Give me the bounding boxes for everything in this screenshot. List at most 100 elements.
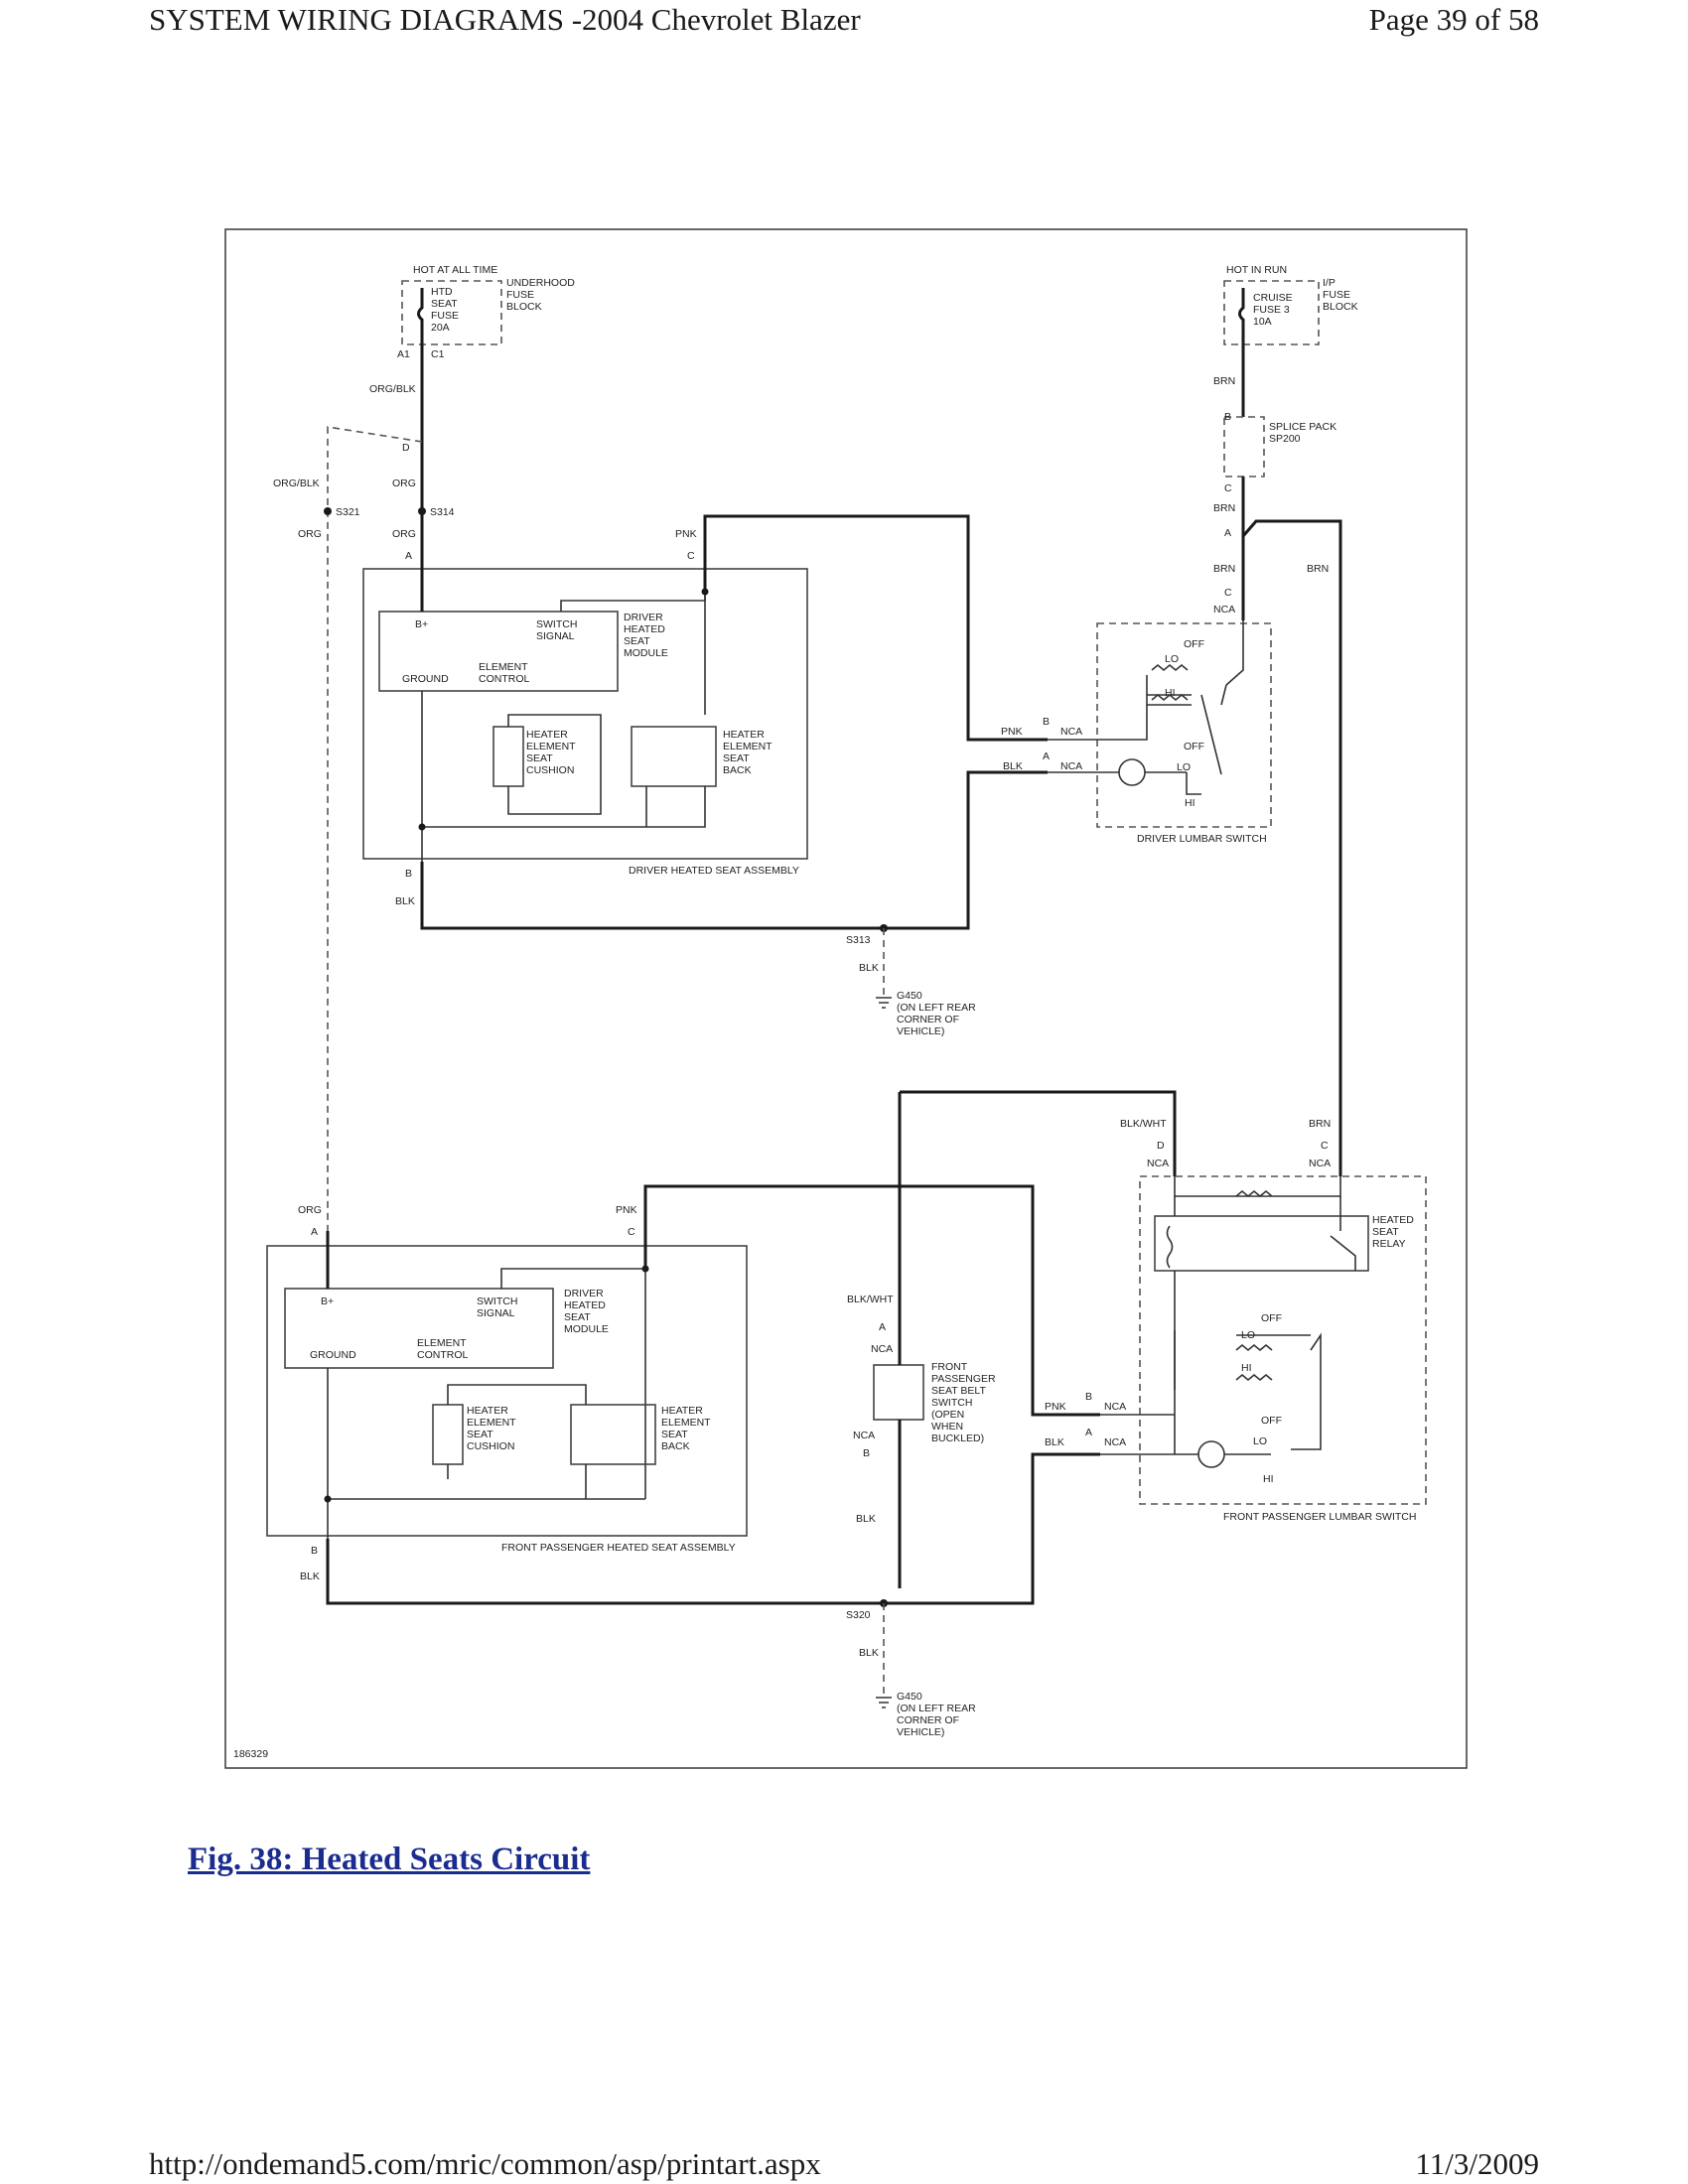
svg-text:HEATED: HEATED <box>1372 1214 1414 1226</box>
resistor-lo <box>1151 663 1189 672</box>
svg-text:GROUND: GROUND <box>402 673 449 685</box>
svg-text:BLK/WHT: BLK/WHT <box>847 1294 894 1305</box>
svg-text:NCA: NCA <box>1147 1158 1169 1169</box>
svg-text:D: D <box>402 442 410 454</box>
svg-text:CONTROL: CONTROL <box>479 673 529 685</box>
svg-text:C: C <box>1224 482 1232 494</box>
svg-text:B+: B+ <box>415 618 428 630</box>
passenger-heated-seat-module <box>284 1288 554 1369</box>
svg-text:D: D <box>1157 1140 1165 1152</box>
svg-text:SEAT: SEAT <box>624 635 650 647</box>
svg-text:A: A <box>879 1321 886 1333</box>
svg-text:BLK: BLK <box>300 1570 320 1582</box>
heater-seat-cushion <box>492 726 524 787</box>
wire-pnk-passenger <box>643 1184 1100 1417</box>
svg-text:BRN: BRN <box>1213 502 1235 514</box>
svg-text:B: B <box>1043 716 1050 728</box>
htd-seat-fuse <box>417 288 424 344</box>
svg-text:VEHICLE): VEHICLE) <box>897 1025 944 1037</box>
svg-text:LO: LO <box>1241 1329 1255 1341</box>
svg-text:DRIVER: DRIVER <box>624 612 663 623</box>
svg-text:10A: 10A <box>1253 316 1272 328</box>
svg-text:UNDERHOOD: UNDERHOOD <box>506 277 575 289</box>
svg-text:C: C <box>628 1226 635 1238</box>
svg-text:B: B <box>311 1545 318 1557</box>
svg-text:ELEMENT: ELEMENT <box>661 1417 711 1429</box>
lumbar-motor <box>1118 758 1146 786</box>
svg-text:HI: HI <box>1165 687 1176 699</box>
passenger-lumbar-motor <box>1197 1440 1225 1468</box>
svg-text:OFF: OFF <box>1261 1415 1282 1427</box>
svg-text:SEAT BELT: SEAT BELT <box>931 1385 986 1397</box>
svg-text:ORG: ORG <box>298 1204 322 1216</box>
svg-text:PASSENGER: PASSENGER <box>931 1373 996 1385</box>
svg-text:S321: S321 <box>336 506 360 518</box>
svg-text:ELEMENT: ELEMENT <box>526 741 576 752</box>
svg-text:B: B <box>1085 1391 1092 1403</box>
svg-text:FUSE: FUSE <box>506 289 534 301</box>
svg-text:CORNER OF: CORNER OF <box>897 1714 959 1726</box>
svg-text:NCA: NCA <box>1060 726 1082 738</box>
svg-text:HOT IN RUN: HOT IN RUN <box>1226 264 1287 276</box>
svg-text:A1: A1 <box>397 348 410 360</box>
svg-text:S314: S314 <box>430 506 455 518</box>
svg-text:BRN: BRN <box>1307 563 1329 575</box>
svg-text:HEATED: HEATED <box>564 1299 606 1311</box>
driver-heated-seat-module <box>378 611 619 692</box>
svg-text:BRN: BRN <box>1309 1118 1331 1130</box>
heated-seat-relay <box>1154 1215 1369 1272</box>
svg-text:GROUND: GROUND <box>310 1349 356 1361</box>
svg-text:HTD: HTD <box>431 286 453 298</box>
svg-text:OFF: OFF <box>1184 741 1204 752</box>
resistor-hi <box>1151 693 1189 702</box>
svg-text:20A: 20A <box>431 322 450 334</box>
svg-text:S320: S320 <box>846 1609 871 1621</box>
svg-text:SEAT: SEAT <box>526 752 553 764</box>
svg-text:BLK/WHT: BLK/WHT <box>1120 1118 1167 1130</box>
heater-seat-back <box>631 726 717 787</box>
svg-text:BACK: BACK <box>661 1440 690 1452</box>
svg-text:NCA: NCA <box>1309 1158 1331 1169</box>
svg-text:SEAT: SEAT <box>431 298 458 310</box>
svg-text:ELEMENT: ELEMENT <box>723 741 773 752</box>
svg-text:BLK: BLK <box>1003 760 1023 772</box>
splice-pack-sp200 <box>1223 416 1265 478</box>
svg-text:SEAT: SEAT <box>564 1311 591 1323</box>
svg-text:SEAT: SEAT <box>1372 1226 1399 1238</box>
svg-text:ORG/BLK: ORG/BLK <box>369 383 416 395</box>
svg-text:ELEMENT: ELEMENT <box>467 1417 516 1429</box>
svg-text:HI: HI <box>1241 1362 1252 1374</box>
svg-text:NCA: NCA <box>1060 760 1082 772</box>
svg-text:BLOCK: BLOCK <box>506 301 542 313</box>
svg-text:SEAT: SEAT <box>723 752 750 764</box>
svg-text:DRIVER HEATED SEAT ASSEMBLY: DRIVER HEATED SEAT ASSEMBLY <box>629 865 799 877</box>
svg-text:CUSHION: CUSHION <box>526 764 574 776</box>
svg-text:LO: LO <box>1165 653 1179 665</box>
page-number: Page 39 of 58 <box>1368 2 1539 37</box>
svg-text:OFF: OFF <box>1184 638 1204 650</box>
svg-text:BLK: BLK <box>859 962 879 974</box>
svg-text:OFF: OFF <box>1261 1312 1282 1324</box>
svg-text:HEATER: HEATER <box>723 729 765 741</box>
wire-org-blk-alt <box>327 426 423 1231</box>
svg-text:ORG: ORG <box>392 528 416 540</box>
cruise-fuse-3 <box>1238 288 1245 417</box>
svg-text:A: A <box>1043 751 1050 762</box>
figure-caption-link[interactable]: Fig. 38: Heated Seats Circuit <box>188 1842 591 1877</box>
svg-text:B: B <box>863 1447 870 1459</box>
wire-blk-wht-top <box>900 1090 1177 1176</box>
label-hot-at-all-time: HOT AT ALL TIME <box>413 264 497 276</box>
svg-text:FRONT PASSENGER LUMBAR SWITCH: FRONT PASSENGER LUMBAR SWITCH <box>1223 1511 1416 1523</box>
svg-text:NCA: NCA <box>1213 604 1235 615</box>
svg-text:SEAT: SEAT <box>661 1429 688 1440</box>
svg-text:BRN: BRN <box>1213 375 1235 387</box>
svg-text:SIGNAL: SIGNAL <box>536 630 575 642</box>
svg-text:A: A <box>405 550 412 562</box>
svg-text:B+: B+ <box>321 1296 334 1307</box>
svg-text:LO: LO <box>1253 1435 1267 1447</box>
ground-icon <box>876 997 892 1009</box>
svg-text:(ON LEFT REAR: (ON LEFT REAR <box>897 1002 976 1014</box>
footer-date: 11/3/2009 <box>1415 2146 1539 2181</box>
svg-text:(ON LEFT REAR: (ON LEFT REAR <box>897 1703 976 1714</box>
